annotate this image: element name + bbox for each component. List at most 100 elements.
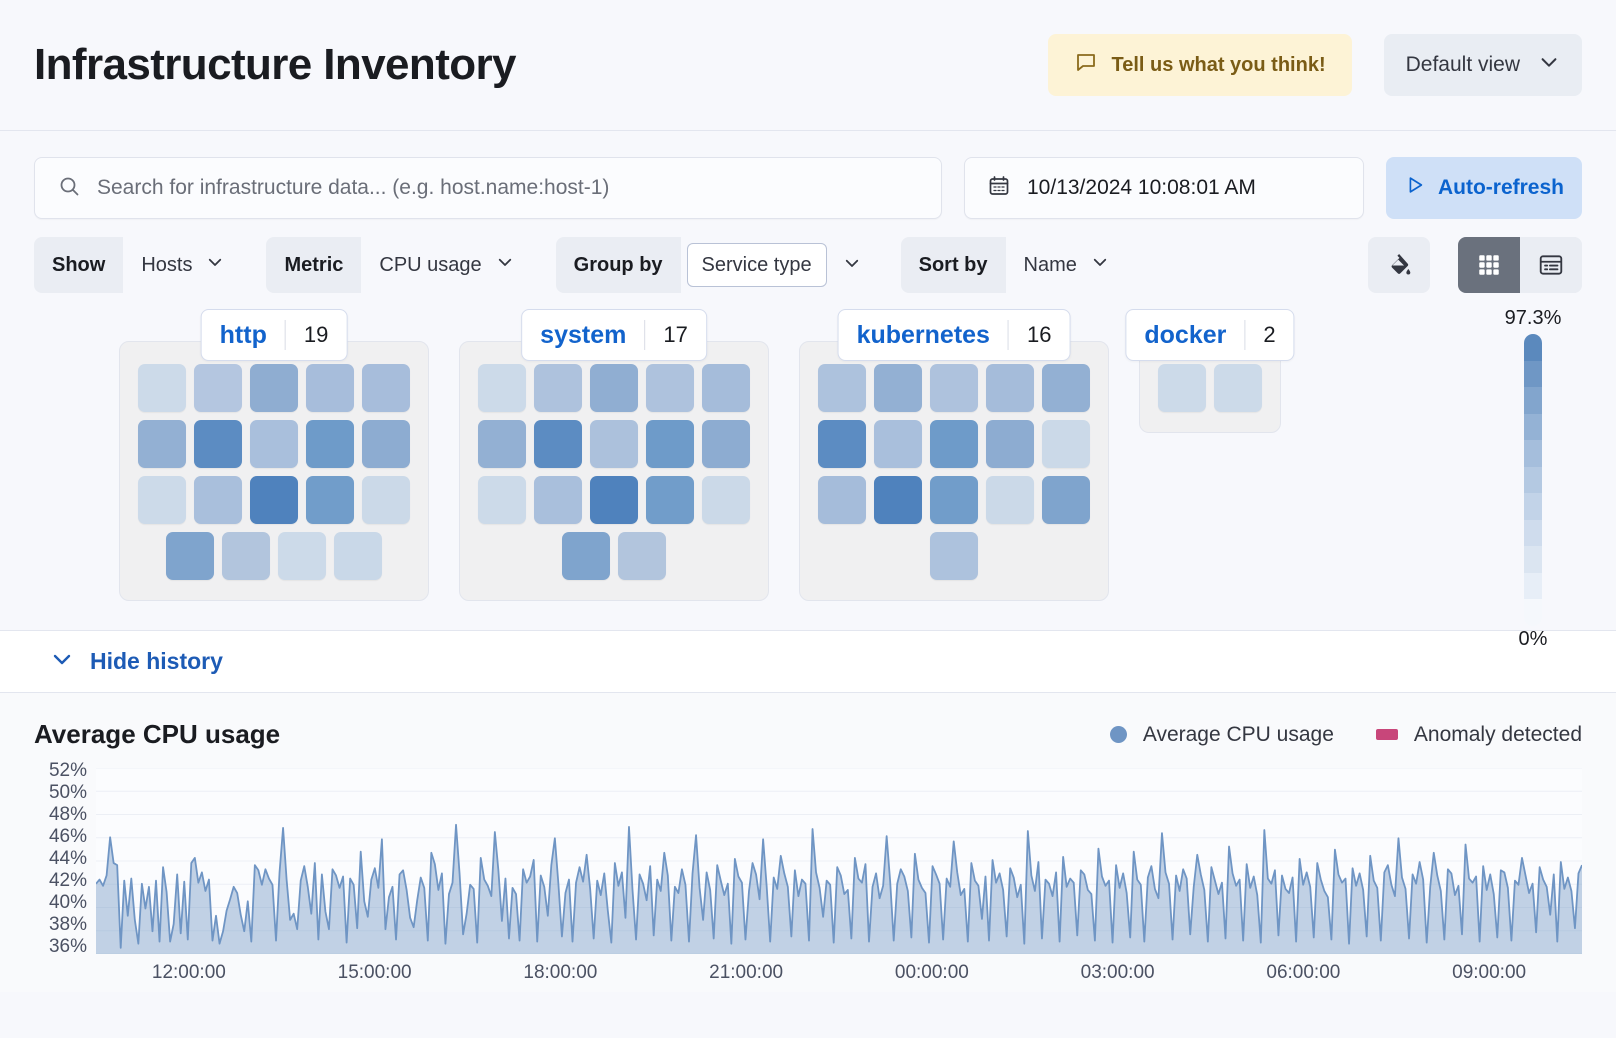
node-tile[interactable] <box>478 420 526 468</box>
node-tile[interactable] <box>1042 476 1090 524</box>
node-tile[interactable] <box>986 364 1034 412</box>
calendar-icon <box>987 174 1011 203</box>
legend-gradient <box>1524 334 1542 626</box>
node-tile[interactable] <box>250 364 298 412</box>
node-tile[interactable] <box>646 420 694 468</box>
node-tile[interactable] <box>930 364 978 412</box>
node-tile[interactable] <box>874 476 922 524</box>
x-tick-label: 18:00:00 <box>523 962 598 983</box>
node-tile[interactable] <box>646 476 694 524</box>
node-tile[interactable] <box>138 476 186 524</box>
legend-step <box>1524 466 1542 494</box>
node-tile[interactable] <box>702 476 750 524</box>
node-tile[interactable] <box>986 420 1034 468</box>
node-tile[interactable] <box>362 476 410 524</box>
color-legend: 97.3% 0% <box>1488 307 1578 651</box>
node-tile[interactable] <box>1042 364 1090 412</box>
node-tile[interactable] <box>194 476 242 524</box>
node-tile[interactable] <box>478 476 526 524</box>
node-row <box>1158 364 1262 412</box>
x-tick-label: 03:00:00 <box>1080 962 1155 983</box>
legend-step <box>1524 599 1542 626</box>
node-tile[interactable] <box>702 420 750 468</box>
node-row <box>138 364 410 412</box>
node-tile[interactable] <box>590 476 638 524</box>
auto-refresh-label: Auto-refresh <box>1437 176 1564 199</box>
hide-history-toggle[interactable]: Hide history <box>0 631 1616 693</box>
group-name[interactable]: docker <box>1144 320 1227 349</box>
group-label-divider <box>1007 320 1009 350</box>
auto-refresh-button[interactable]: Auto-refresh <box>1386 157 1582 219</box>
node-tile[interactable] <box>1214 364 1262 412</box>
node-tile[interactable] <box>194 420 242 468</box>
table-view-icon[interactable] <box>1520 237 1582 293</box>
node-tile[interactable] <box>362 364 410 412</box>
node-tile[interactable] <box>874 420 922 468</box>
node-tile[interactable] <box>930 532 978 580</box>
node-tile[interactable] <box>1042 420 1090 468</box>
node-tile[interactable] <box>534 420 582 468</box>
node-row <box>138 532 410 580</box>
node-tile[interactable] <box>562 532 610 580</box>
chevron-down-icon <box>1091 253 1109 277</box>
paint-bucket-icon[interactable] <box>1368 237 1430 293</box>
node-tile[interactable] <box>278 532 326 580</box>
node-tile[interactable] <box>534 476 582 524</box>
date-picker[interactable]: 10/13/2024 10:08:01 AM <box>964 157 1364 219</box>
node-tile[interactable] <box>194 364 242 412</box>
node-tile[interactable] <box>590 420 638 468</box>
node-tile[interactable] <box>250 476 298 524</box>
node-tile[interactable] <box>874 364 922 412</box>
node-tile[interactable] <box>818 364 866 412</box>
legend-step <box>1524 413 1542 441</box>
node-tile[interactable] <box>930 476 978 524</box>
node-tile[interactable] <box>590 364 638 412</box>
node-tile[interactable] <box>306 476 354 524</box>
node-tile[interactable] <box>138 364 186 412</box>
legend-item-anomaly-detected: Anomaly detected <box>1375 723 1582 747</box>
control-sort-by-value[interactable]: Name <box>1006 237 1127 293</box>
legend-label: Average CPU usage <box>1142 722 1334 746</box>
node-tile[interactable] <box>306 364 354 412</box>
node-tile[interactable] <box>478 364 526 412</box>
node-tile[interactable] <box>818 420 866 468</box>
control-group-by-value[interactable]: Service type <box>686 243 827 287</box>
node-tile[interactable] <box>334 532 382 580</box>
legend-step <box>1524 572 1542 600</box>
node-row <box>818 420 1090 468</box>
node-tile[interactable] <box>222 532 270 580</box>
grid-view-icon[interactable] <box>1458 237 1520 293</box>
control-show-value[interactable]: Hosts <box>123 237 242 293</box>
node-tile[interactable] <box>362 420 410 468</box>
group-name[interactable]: system <box>540 320 627 349</box>
group-name[interactable]: kubernetes <box>856 320 990 349</box>
node-tile[interactable] <box>618 532 666 580</box>
y-tick-label: 50% <box>48 782 87 803</box>
control-group-by-caret[interactable] <box>827 237 877 293</box>
feedback-button[interactable]: Tell us what you think! <box>1047 34 1352 96</box>
control-metric-value[interactable]: CPU usage <box>361 237 531 293</box>
control-group-by-label: Group by <box>555 237 681 293</box>
control-group-by: Group by Service type <box>555 237 877 293</box>
node-tile[interactable] <box>306 420 354 468</box>
node-tile[interactable] <box>250 420 298 468</box>
node-tile[interactable] <box>986 476 1034 524</box>
chart-plot-area[interactable] <box>95 767 1583 955</box>
node-tile[interactable] <box>1158 364 1206 412</box>
node-tile[interactable] <box>818 476 866 524</box>
control-metric-value-text: CPU usage <box>379 253 482 276</box>
group-name[interactable]: http <box>219 320 267 349</box>
node-tile[interactable] <box>930 420 978 468</box>
default-view-button[interactable]: Default view <box>1383 34 1582 96</box>
node-tile[interactable] <box>166 532 214 580</box>
node-tile[interactable] <box>702 364 750 412</box>
node-tile[interactable] <box>138 420 186 468</box>
node-tile[interactable] <box>534 364 582 412</box>
node-tile[interactable] <box>646 364 694 412</box>
x-tick-label: 09:00:00 <box>1452 962 1527 983</box>
search-input[interactable]: Search for infrastructure data... (e.g. … <box>34 157 942 219</box>
